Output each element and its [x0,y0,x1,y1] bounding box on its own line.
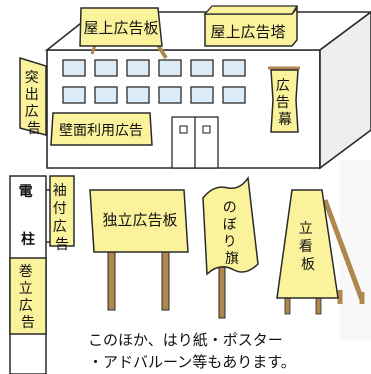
note: このほか、はり紙・ポスター ・アドバルーン等もあります。 [88,331,296,371]
advertising-curtain: 広 告 幕 [268,66,300,133]
advertising-curtain-label: 広 告 幕 [276,78,294,128]
pole-sleeve-sign-char-2: 付 [53,201,67,217]
banner-flag: の ぼ り 旗 [202,175,259,319]
wall-sign-label: 壁面利用広告 [59,123,143,139]
projecting-sign-char-4: 告 [27,121,41,137]
standing-signboard-char-3: 板 [301,257,315,273]
pole-sleeve-sign: 袖 付 広 告 [46,175,75,253]
advertising-curtain-char-3: 幕 [278,112,292,128]
rooftop-sign-tower-label: 屋上広告塔 [210,23,285,41]
wrapped-pole-sign-char-2: 立 [19,281,33,297]
banner-flag-char-2: ぼ [223,217,237,233]
advertising-curtain-char-1: 広 [276,78,290,94]
banner-flag-label: の ぼ り 旗 [223,200,241,267]
banner-flag-char-1: の [223,200,237,216]
pole-sleeve-sign-char-4: 告 [55,237,69,253]
note-line-2: ・アドバルーン等もあります。 [88,353,296,371]
pole-sleeve-sign-char-3: 広 [53,219,67,235]
entrance-door [171,116,219,169]
projecting-sign-char-2: 出 [25,87,39,103]
wrapped-pole-sign: 巻 立 広 告 [9,257,47,335]
wall-sign: 壁面利用広告 [50,112,153,146]
rooftop-sign-board-label: 屋上広告板 [83,19,158,37]
freestanding-sign-label: 独立広告板 [102,211,177,229]
pole-sleeve-sign-label: 袖 付 広 告 [53,183,71,253]
standing-signboard-char-1: 立 [299,221,313,237]
projecting-sign-char-1: 突 [25,70,39,86]
projecting-sign: 突 出 広 告 [19,56,47,137]
rooftop-sign-board: 屋上広告板 [79,7,168,60]
utility-pole-label: 電 柱 [19,183,38,248]
standing-signboard-char-2: 看 [299,239,313,255]
banner-flag-char-3: り [223,234,237,250]
standing-signboard-label: 立 看 板 [299,221,317,273]
advertising-curtain-char-2: 告 [276,95,290,111]
utility-pole: 電 柱 袖 付 広 告 巻 立 広 告 [9,175,75,374]
wrapped-pole-sign-char-3: 広 [19,298,33,314]
standing-signboard: 立 看 板 [276,189,365,315]
pole-sleeve-sign-char-1: 袖 [53,183,67,199]
utility-pole-char-1: 電 [19,183,33,200]
banner-flag-char-4: 旗 [225,251,239,267]
projecting-sign-char-3: 広 [25,104,39,120]
freestanding-sign: 独立広告板 [89,189,189,311]
wrapped-pole-sign-char-4: 告 [21,315,35,331]
utility-pole-char-2: 柱 [21,231,35,248]
projecting-sign-label: 突 出 広 告 [25,70,43,137]
note-line-1: このほか、はり紙・ポスター [88,331,283,349]
wrapped-pole-sign-char-1: 巻 [19,264,33,280]
rooftop-sign-tower: 屋上広告塔 [203,5,299,47]
wrapped-pole-sign-label: 巻 立 広 告 [19,264,37,331]
